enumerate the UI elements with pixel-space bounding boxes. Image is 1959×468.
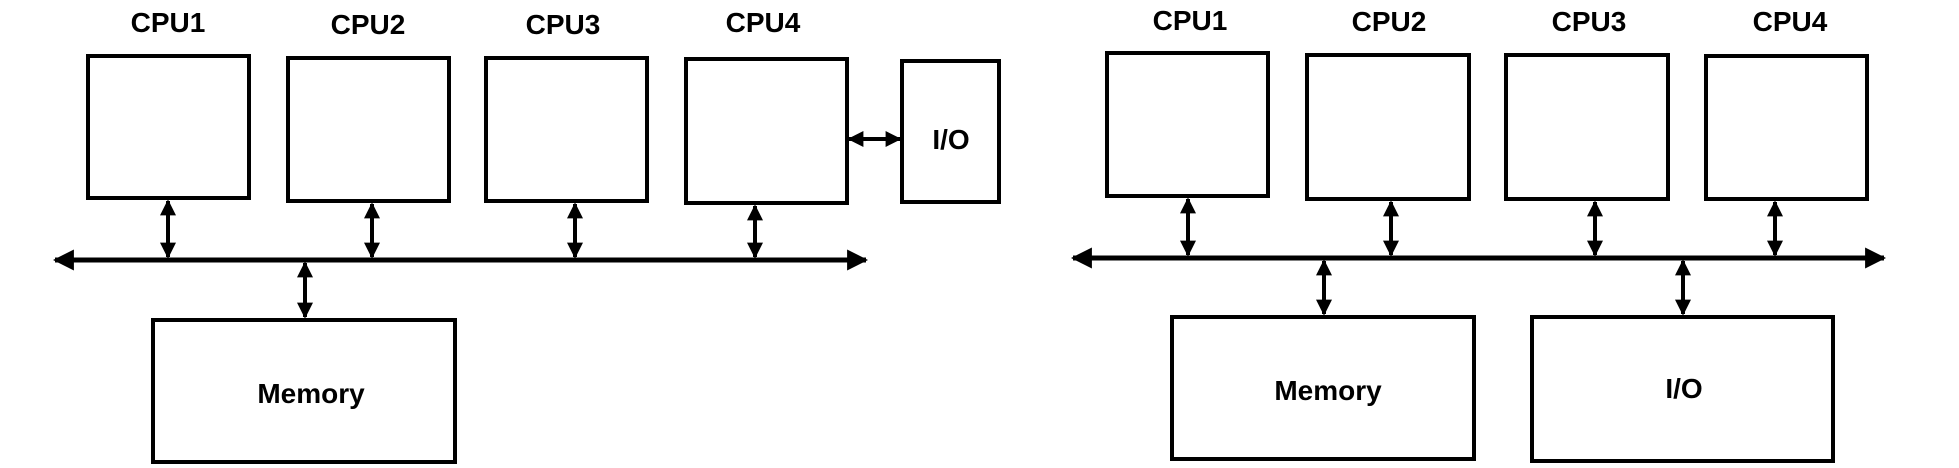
left-cpu1-label: CPU1	[131, 7, 206, 38]
left-diagram: CPU1 CPU2 CPU3 CPU4 I/O Memory	[52, 7, 1001, 464]
left-cpu4-box	[684, 57, 849, 205]
right-cpu3-box	[1504, 53, 1670, 201]
left-cpu4-label: CPU4	[726, 7, 801, 38]
left-cpu2-box	[286, 56, 451, 203]
right-diagram: CPU1 CPU2 CPU3 CPU4 Memory I/O	[1070, 5, 1887, 463]
left-memory-box	[151, 318, 457, 464]
left-cpu3-label: CPU3	[526, 9, 601, 40]
right-memory-label: Memory	[1274, 375, 1382, 406]
right-cpu4-box	[1704, 54, 1869, 201]
left-io-label: I/O	[932, 124, 969, 155]
right-cpu2-label: CPU2	[1352, 6, 1427, 37]
right-cpu1-label: CPU1	[1153, 5, 1228, 36]
right-io-label: I/O	[1665, 373, 1702, 404]
left-cpu3-box	[484, 56, 649, 203]
right-cpu1-box	[1105, 51, 1270, 198]
right-io-box	[1530, 315, 1835, 463]
right-cpu3-label: CPU3	[1552, 6, 1627, 37]
left-memory-label: Memory	[257, 378, 365, 409]
left-cpu1-box	[86, 54, 251, 200]
left-cpu2-label: CPU2	[331, 9, 406, 40]
right-cpu2-box	[1305, 53, 1471, 201]
right-cpu4-label: CPU4	[1753, 6, 1828, 37]
left-io-box	[900, 59, 1001, 204]
right-memory-box	[1170, 315, 1476, 461]
